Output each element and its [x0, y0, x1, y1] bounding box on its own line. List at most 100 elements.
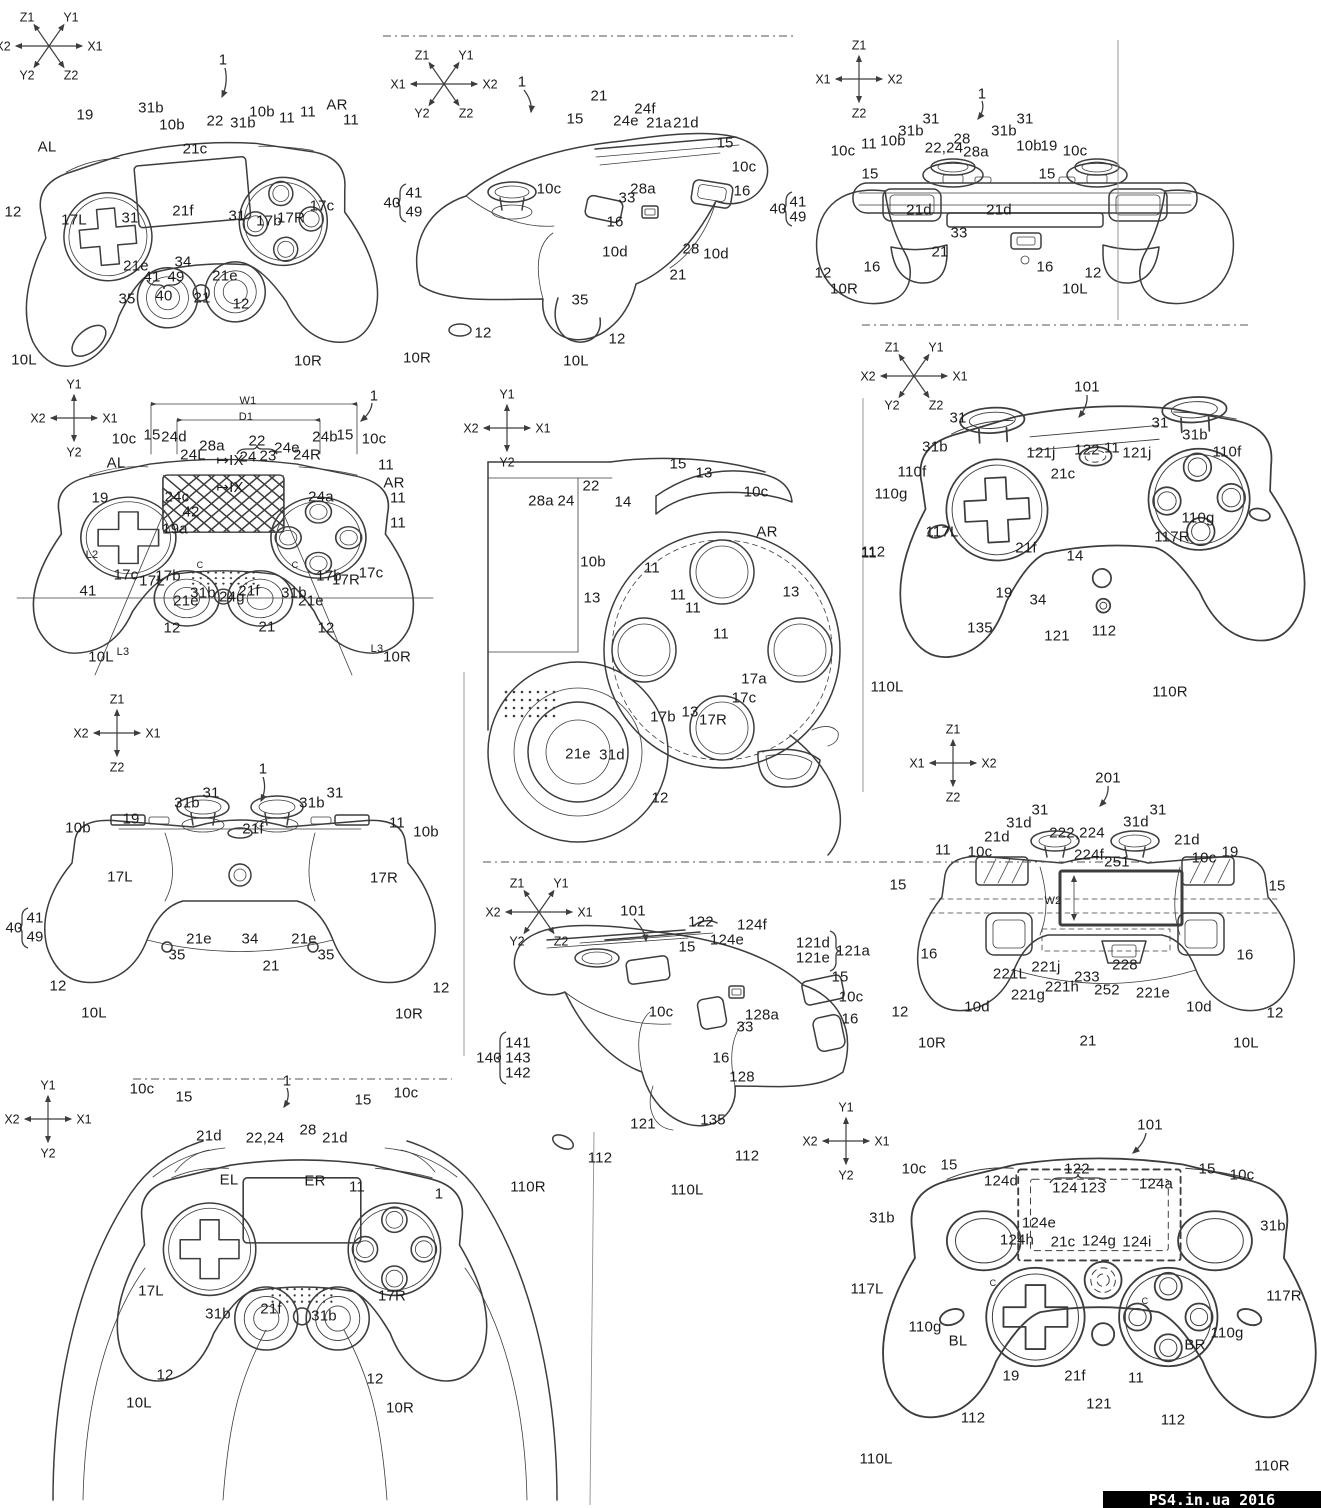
- ref-label: 10c: [648, 1003, 674, 1021]
- ref-label: 14: [614, 493, 632, 511]
- ref-label: 15: [354, 1091, 372, 1109]
- ref-label: 28: [682, 240, 700, 258]
- ref-label: 40: [5, 919, 23, 937]
- ref-label: 34: [174, 253, 192, 271]
- ref-label: 17c: [113, 566, 139, 584]
- ref-label: 31d: [599, 746, 625, 764]
- ref-label: 10L: [126, 1394, 152, 1412]
- ref-label: 1: [282, 1072, 292, 1090]
- ref-label: ER: [304, 1172, 326, 1190]
- ref-label: 24e: [274, 439, 300, 457]
- ref-label: 110f: [1212, 443, 1242, 461]
- ref-label: 21e: [291, 930, 317, 948]
- ref-label: 15: [889, 876, 907, 894]
- ref-label: 17b: [650, 708, 676, 726]
- ref-label: 12: [156, 1366, 174, 1384]
- ref-label: 21f: [172, 202, 194, 220]
- ref-label: 11: [390, 489, 406, 507]
- ref-label: 13: [782, 583, 800, 601]
- ref-label: 24: [557, 492, 575, 510]
- ref-label: 21d: [322, 1129, 348, 1147]
- ref-label: 15: [336, 426, 354, 444]
- ref-label: 22,24: [924, 139, 964, 157]
- ref-label: 24f: [634, 100, 656, 118]
- ref-label: 11: [389, 814, 405, 832]
- ref-label: 224f: [1074, 846, 1104, 864]
- fig-f-drawing: [899, 396, 1306, 658]
- ref-label: 24b: [312, 428, 338, 446]
- ref-label: AL: [106, 454, 126, 472]
- ref-label: 19: [1002, 1367, 1020, 1385]
- ref-label: 124g: [1081, 1232, 1117, 1250]
- ref-label: 17b: [155, 567, 181, 585]
- ref-label: 101: [1074, 378, 1100, 396]
- ref-label: 21: [590, 87, 608, 105]
- ref-label: 121: [630, 1115, 656, 1133]
- ref-label: 122: [688, 913, 714, 931]
- ref-label: 13: [681, 703, 699, 721]
- axis-label: Y1: [458, 48, 473, 62]
- ref-label: 16: [920, 945, 938, 963]
- ref-label: 17b: [316, 567, 342, 585]
- ref-label: 41: [79, 582, 97, 600]
- ref-label: 1: [977, 85, 987, 103]
- ref-label: 110g: [908, 1318, 942, 1336]
- ref-label: 11: [644, 559, 660, 577]
- ref-label: 11: [935, 841, 951, 859]
- ref-label: 121e: [795, 949, 831, 967]
- ref-label: BL: [948, 1332, 968, 1350]
- ref-label: 124a: [1138, 1175, 1174, 1193]
- ref-label: 10c: [1229, 1166, 1255, 1184]
- ref-label: 11: [1128, 1369, 1144, 1387]
- ref-label: 10c: [830, 142, 856, 160]
- ref-label: 101: [1137, 1116, 1163, 1134]
- axis-label: Z1: [852, 38, 867, 52]
- ref-label: 17L: [61, 211, 87, 229]
- ref-label: 19: [122, 810, 140, 828]
- ref-label: 21e: [212, 267, 238, 285]
- ref-label: 110L: [870, 678, 904, 696]
- ref-label: 31b: [311, 1307, 337, 1325]
- ref-label: 10b: [249, 103, 275, 121]
- fig-g-drawing: [44, 795, 436, 984]
- ref-label: 24d: [161, 428, 187, 446]
- ref-label: 12: [1084, 264, 1102, 282]
- ref-label: 49: [167, 268, 185, 286]
- ref-label: AL: [37, 138, 57, 156]
- ref-label: 10b: [1016, 137, 1042, 155]
- ref-label: 14: [1066, 547, 1084, 565]
- ref-label: 110f: [897, 463, 927, 481]
- ref-label: 31b: [1260, 1217, 1286, 1235]
- ref-label: 10c: [967, 843, 993, 861]
- ref-label: 19: [1221, 843, 1239, 861]
- ref-label: 16: [606, 213, 624, 231]
- ref-label: 124e: [1021, 1214, 1057, 1232]
- ref-label: 21f: [242, 820, 264, 838]
- ref-label: 117R: [1266, 1287, 1302, 1305]
- ref-label: 12: [4, 203, 22, 221]
- ref-label: 128a: [744, 1006, 780, 1024]
- ref-label: 15: [1038, 165, 1056, 183]
- ref-label: C: [1141, 1296, 1149, 1306]
- ref-label: 10d: [964, 998, 990, 1016]
- ref-label: 112: [587, 1149, 613, 1167]
- ref-label: 11: [343, 111, 359, 129]
- ref-label: 22: [582, 477, 600, 495]
- ref-label: 11: [713, 625, 729, 643]
- ref-label: 19: [1040, 137, 1058, 155]
- ref-label: L2: [85, 549, 99, 561]
- ref-label: 10c: [129, 1080, 155, 1098]
- ref-label: 31d: [1006, 814, 1032, 832]
- ref-label: 10c: [393, 1084, 419, 1102]
- ref-label: W1: [239, 395, 257, 407]
- ref-label: 12: [163, 619, 181, 637]
- ref-label: 110R: [510, 1178, 546, 1196]
- ref-label: 110R: [1254, 1457, 1290, 1475]
- ref-label: 143: [505, 1049, 531, 1067]
- ref-label: 10b: [413, 823, 439, 841]
- ref-label: 10d: [602, 243, 628, 261]
- ref-label: 24L: [180, 446, 206, 464]
- ref-label: 31b: [1182, 426, 1208, 444]
- ref-label: 135: [967, 619, 993, 637]
- ref-label: 10c: [838, 988, 864, 1006]
